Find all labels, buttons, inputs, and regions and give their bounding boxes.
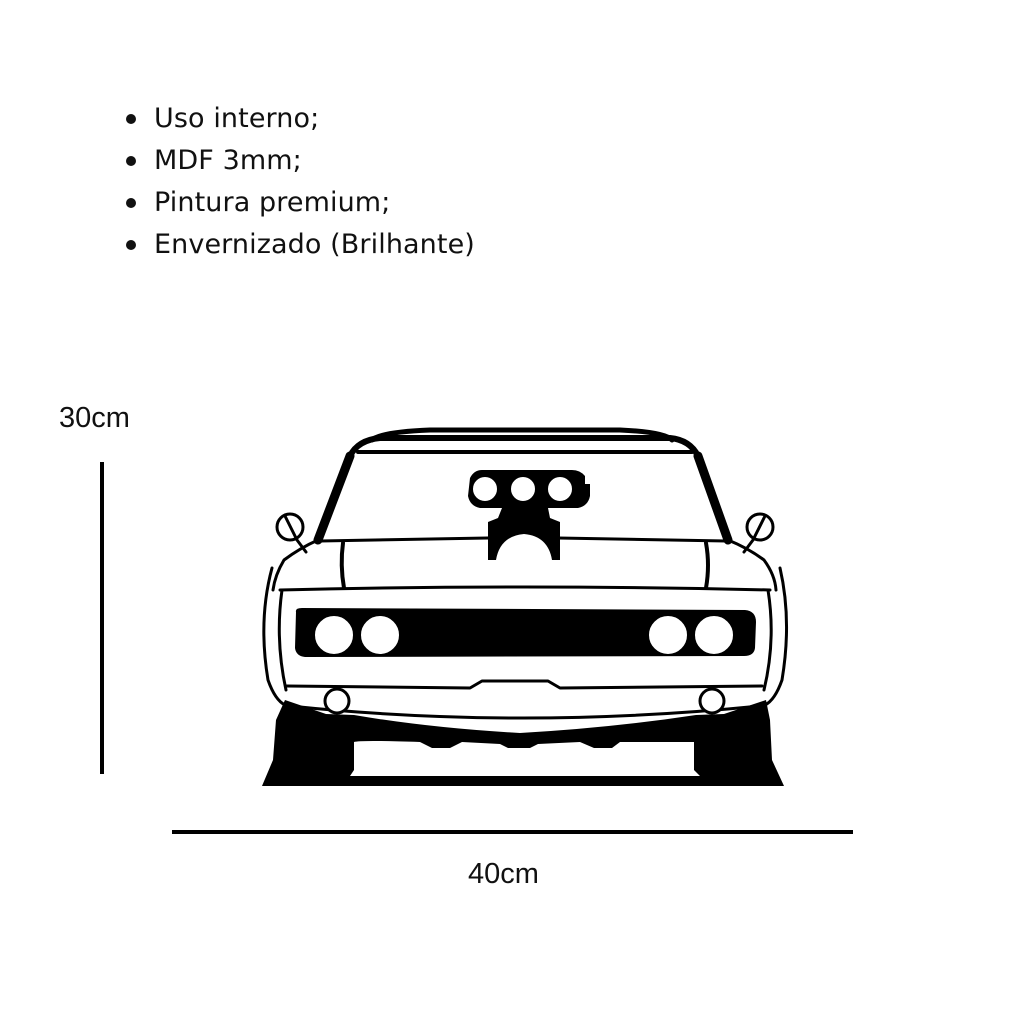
- spec-text: Envernizado (Brilhante): [154, 229, 475, 260]
- spec-item-usage: Uso interno;: [124, 98, 475, 140]
- width-dimension-label: 40cm: [468, 858, 539, 890]
- spec-item-paint: Pintura premium;: [124, 182, 475, 224]
- height-dimension-line: [100, 462, 104, 774]
- car-silhouette-illustration: [262, 427, 789, 786]
- spec-list: Uso interno; MDF 3mm; Pintura premium; E…: [124, 98, 475, 266]
- bullet-icon: [126, 114, 136, 124]
- spec-text: MDF 3mm;: [154, 145, 302, 176]
- spec-text: Uso interno;: [154, 103, 320, 134]
- width-dimension-line: [172, 830, 853, 834]
- spec-text: Pintura premium;: [154, 187, 391, 218]
- height-dimension-label: 30cm: [59, 402, 130, 434]
- spec-item-material: MDF 3mm;: [124, 140, 475, 182]
- bullet-icon: [126, 240, 136, 250]
- bullet-icon: [126, 198, 136, 208]
- spec-item-varnish: Envernizado (Brilhante): [124, 224, 475, 266]
- bullet-icon: [126, 156, 136, 166]
